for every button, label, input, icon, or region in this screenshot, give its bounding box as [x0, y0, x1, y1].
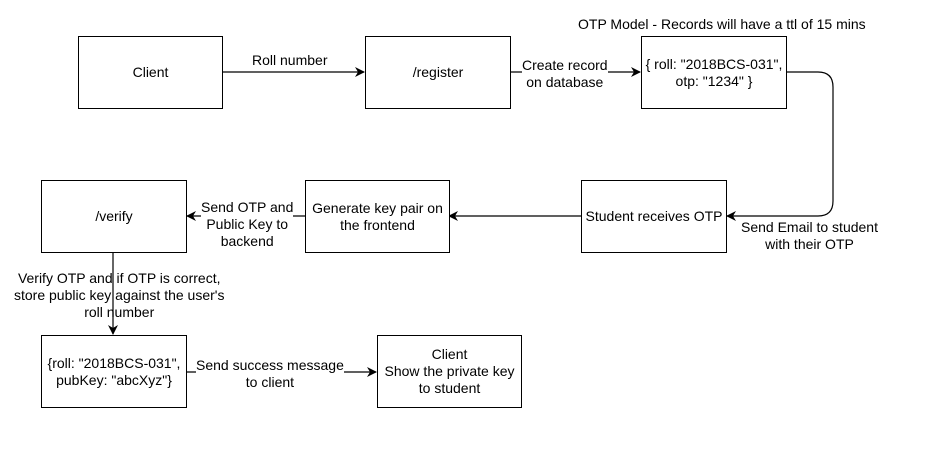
- student-receives-otp-label: Student receives OTP: [585, 208, 723, 224]
- edge-label-verify-otp: Verify OTP and if OTP is correct, store …: [14, 270, 224, 321]
- client-final-line-3: to student: [418, 380, 481, 396]
- create-record-line-2: on database: [526, 74, 604, 90]
- edge-label-send-success: Send success message to client: [196, 357, 344, 391]
- client-final-line-2: Show the private key: [384, 363, 515, 379]
- pubkey-record-line-2: pubKey: "abcXyz"}: [56, 371, 172, 388]
- send-email-line-1: Send Email to student: [741, 219, 878, 235]
- pubkey-record-line-1: {roll: "2018BCS-031",: [47, 354, 181, 371]
- generate-key-pair-line-1: Generate key pair on: [312, 199, 443, 216]
- send-success-line-1: Send success message: [196, 357, 344, 373]
- register-endpoint-label: /register: [412, 64, 464, 80]
- verify-otp-line-1: Verify OTP and if OTP is correct,: [17, 270, 221, 286]
- edge-label-send-email: Send Email to student with their OTP: [741, 219, 878, 253]
- edge-label-send-otp: Send OTP and Public Key to backend: [201, 199, 294, 250]
- generate-key-pair-line-2: the frontend: [340, 216, 415, 233]
- create-record-line-1: Create record: [522, 57, 608, 73]
- client-node: Client: [78, 36, 223, 109]
- pubkey-record-node: {roll: "2018BCS-031", pubKey: "abcXyz"}: [41, 335, 187, 408]
- verify-otp-line-3: roll number: [84, 304, 155, 320]
- edge-label-roll-number: Roll number: [252, 52, 328, 69]
- otp-record-line-2: otp: "1234" }: [675, 72, 753, 89]
- send-otp-line-1: Send OTP and: [201, 199, 294, 215]
- send-email-line-2: with their OTP: [765, 236, 854, 252]
- register-endpoint-node: /register: [365, 36, 511, 109]
- verify-otp-line-2: store public key against the user's: [14, 287, 225, 303]
- verify-endpoint-label: /verify: [95, 208, 133, 224]
- send-success-line-2: to client: [245, 374, 295, 390]
- client-final-line-1: Client: [431, 346, 468, 362]
- edge-otp-record-student: [726, 71, 834, 221]
- diagram-title: OTP Model - Records will have a ttl of 1…: [578, 16, 866, 32]
- client-node-label: Client: [132, 64, 169, 80]
- otp-record-node: { roll: "2018BCS-031", otp: "1234" }: [641, 36, 787, 109]
- edge-label-create-record: Create record on database: [522, 57, 608, 91]
- send-otp-line-3: backend: [220, 233, 274, 249]
- generate-key-pair-node: Generate key pair on the frontend: [305, 180, 450, 253]
- send-otp-line-2: Public Key to: [206, 216, 289, 232]
- verify-endpoint-node: /verify: [41, 180, 187, 253]
- client-final-node: Client Show the private key to student: [377, 335, 522, 408]
- student-receives-otp-node: Student receives OTP: [581, 180, 727, 253]
- otp-record-line-1: { roll: "2018BCS-031",: [645, 55, 783, 72]
